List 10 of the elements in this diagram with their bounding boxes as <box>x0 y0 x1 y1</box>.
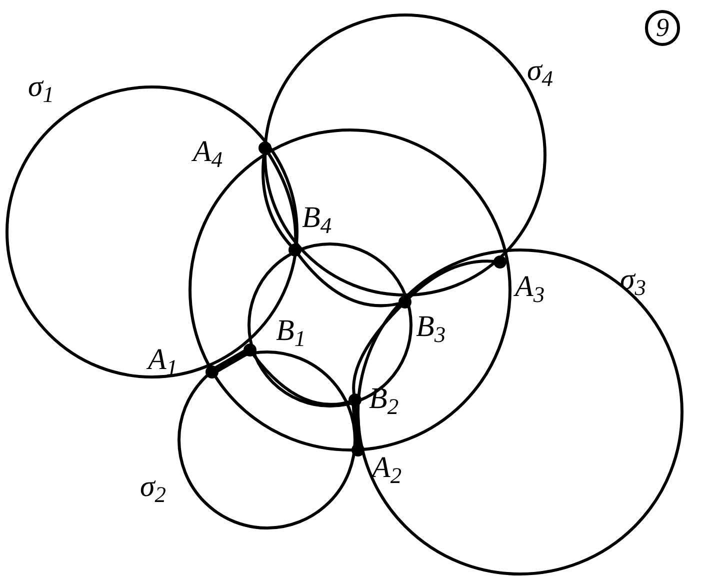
point-label: A$_{4}$ <box>193 137 223 167</box>
point-label: σ$_{4}$ <box>527 56 554 86</box>
point-label: A$_{2}$ <box>372 453 402 483</box>
point-label: B$_{1}$ <box>276 316 306 346</box>
point-label: σ$_{2}$ <box>140 472 166 502</box>
figure-number: 9 <box>645 10 680 46</box>
point-label: B$_{3}$ <box>416 312 446 342</box>
point-label: A$_{3}$ <box>515 272 545 302</box>
point-label: σ$_{1}$ <box>28 72 54 102</box>
point-label: B$_{4}$ <box>302 203 332 233</box>
